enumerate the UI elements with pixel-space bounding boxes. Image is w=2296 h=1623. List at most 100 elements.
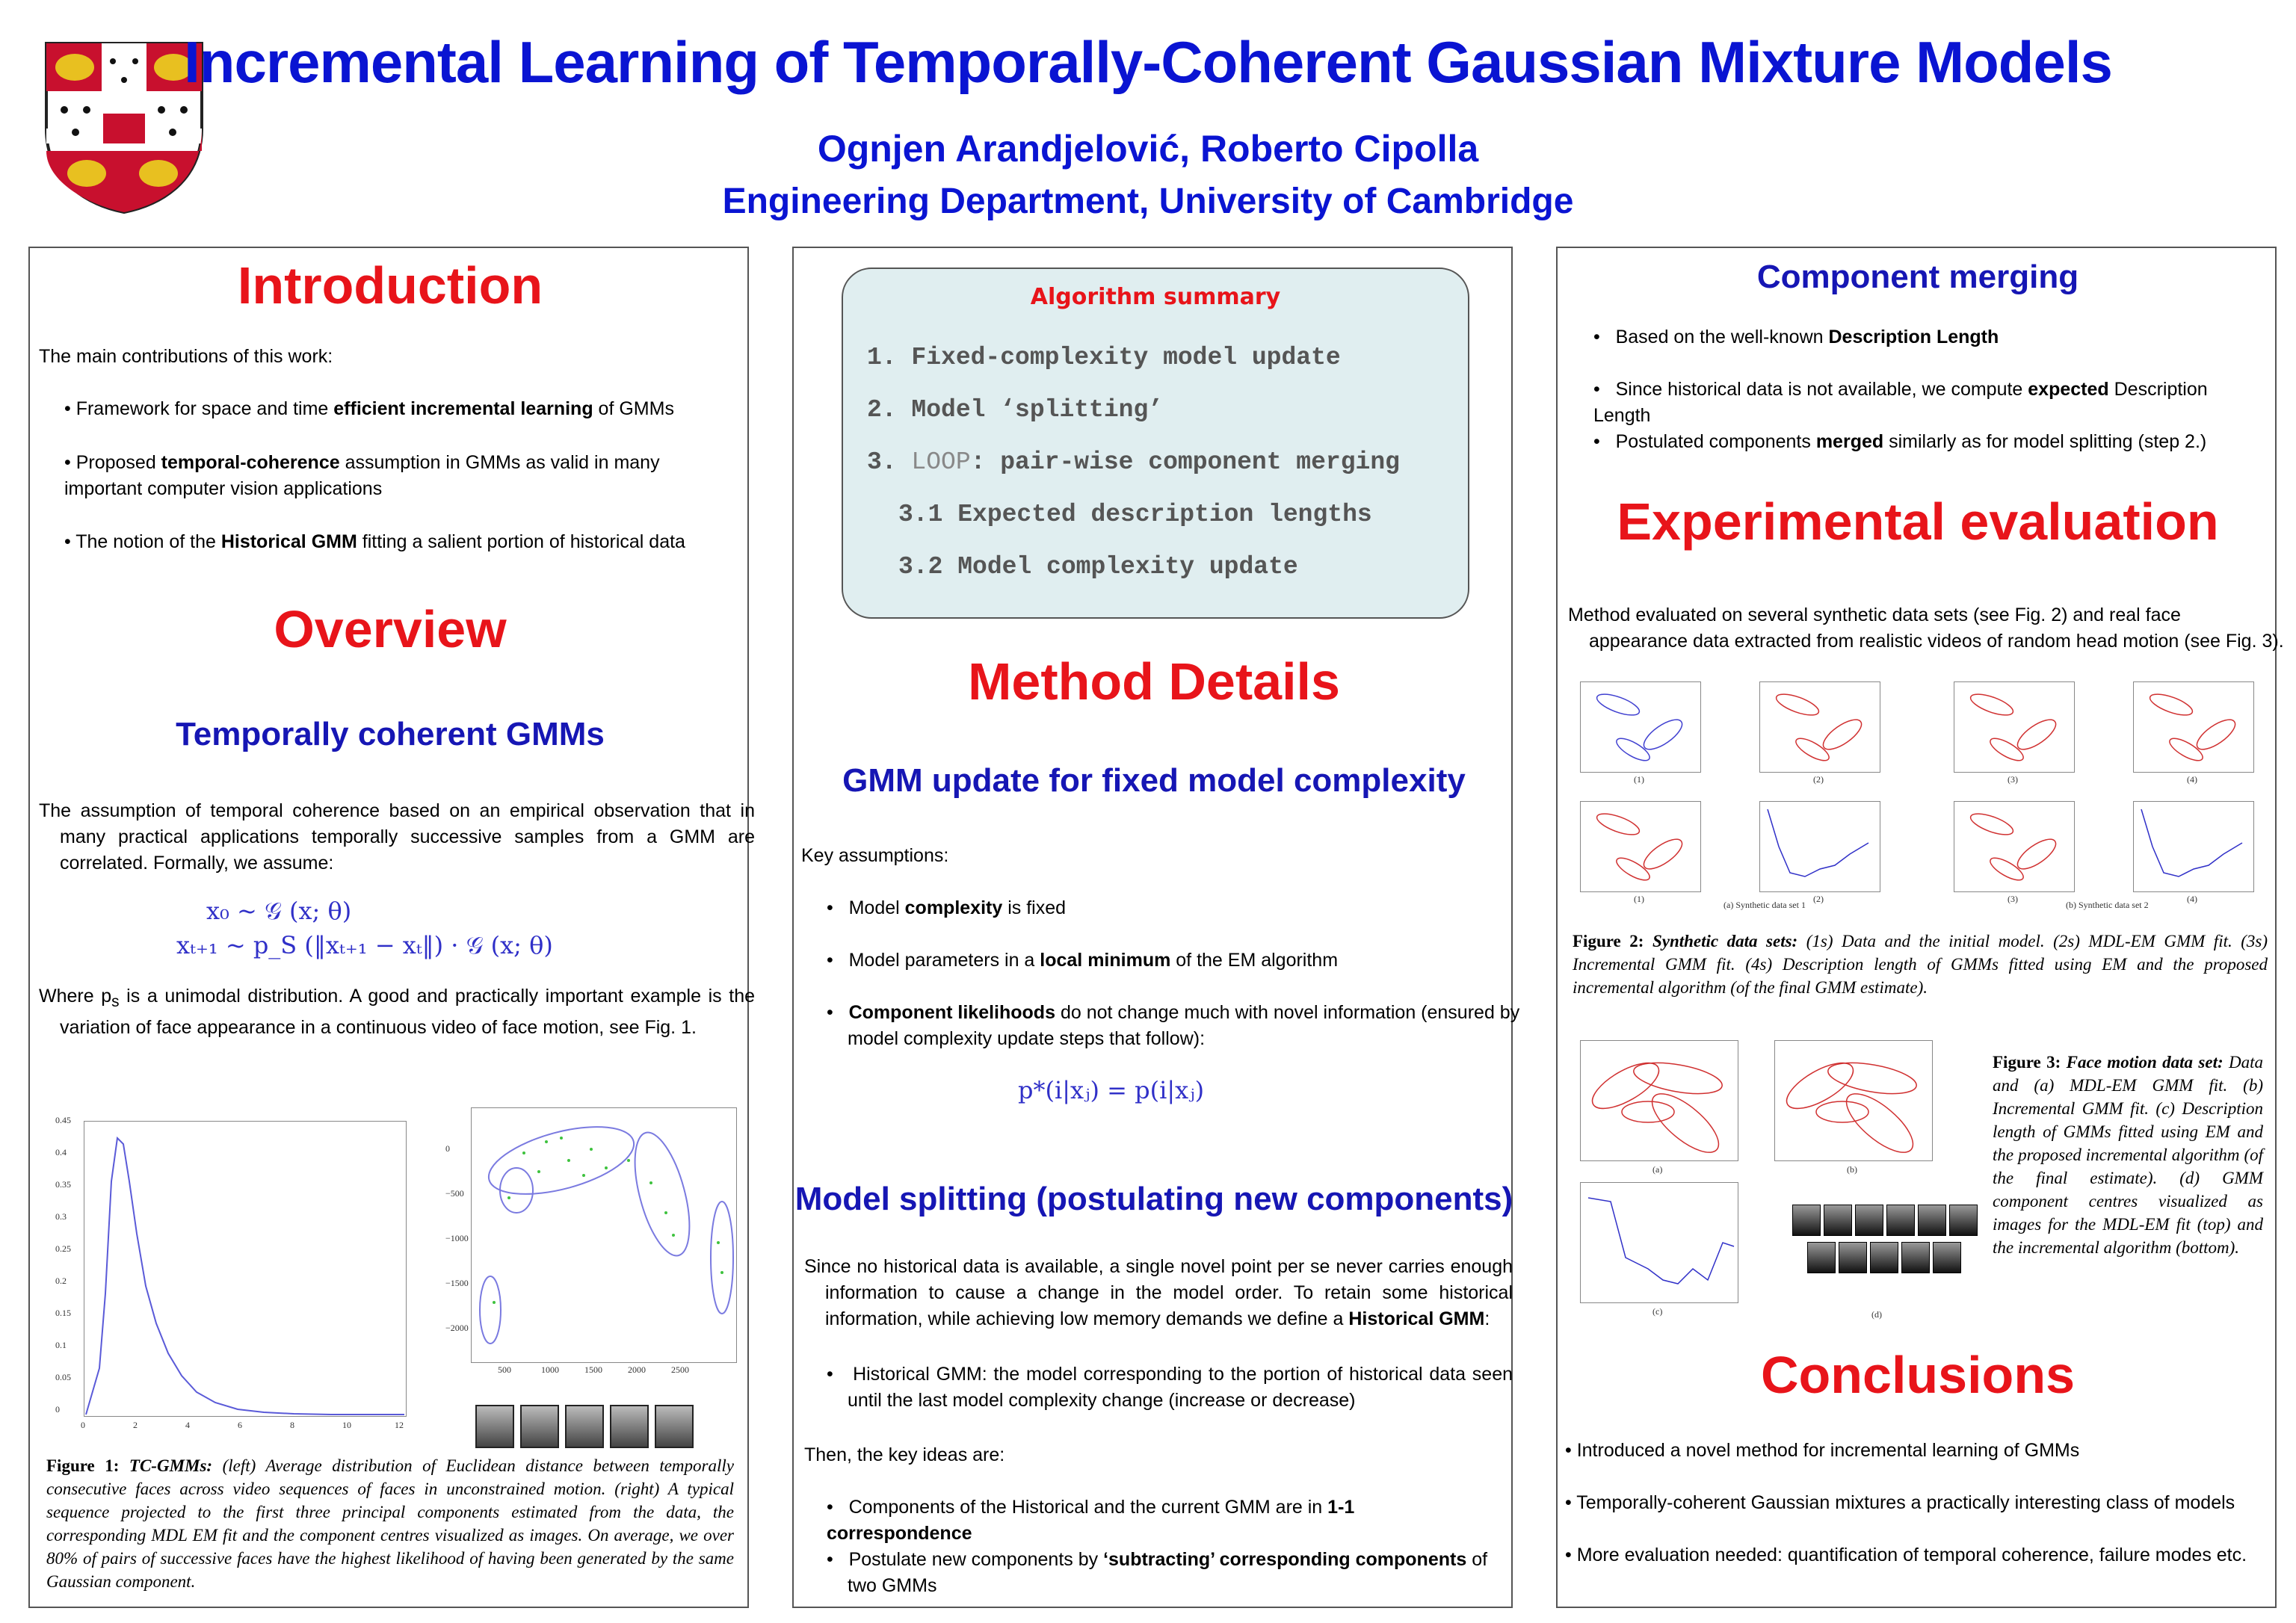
algo-step-3-1: 3.1 Expected description lengths [898, 501, 1372, 528]
cambridge-crest-logo [42, 39, 206, 215]
equation-2: xₜ₊₁ ~ p_S (‖xₜ₊₁ − xₜ‖) · 𝒢 (x; θ) [176, 931, 553, 959]
key-idea-2: • Postulate new components by ‘subtracti… [827, 1549, 1488, 1596]
fig3-plot [1580, 1182, 1738, 1303]
face-thumbnail [1901, 1242, 1930, 1273]
algorithm-summary-heading: Algorithm summary [1030, 284, 1281, 310]
face-thumbnail [475, 1405, 514, 1448]
historical-gmm-bullet: • Historical GMM: the model correspondin… [827, 1364, 1513, 1411]
merge-bullet-1: • Based on the well-known Description Le… [1593, 327, 1999, 347]
face-thumbnail [1949, 1205, 1978, 1236]
algo-step-2: 2. Model ‘splitting’ [867, 396, 1164, 424]
fig2-plot [1954, 801, 2075, 892]
fig1-right-x-tick: 2000 [628, 1364, 646, 1375]
experimental-heading: Experimental evaluation [1617, 492, 2219, 551]
fig2-caption: Figure 2: Synthetic data sets: (1s) Data… [1573, 932, 2268, 997]
fig2-sub-label: (3) [2008, 894, 2018, 904]
face-thumbnail [1792, 1205, 1821, 1236]
fig1-y-tick: 0.25 [55, 1243, 71, 1254]
column-right: Component merging • Based on the well-kn… [1556, 247, 2284, 1608]
merge-bullet-2: • Since historical data is not available… [1593, 379, 2208, 426]
authors: Ognjen Arandjelović, Roberto Cipolla [817, 128, 1479, 170]
fig2-plot [1759, 681, 1880, 773]
fig1-y-tick: 0.05 [55, 1372, 71, 1382]
conclusions-heading: Conclusions [1760, 1346, 2076, 1404]
algorithm-summary-box: Algorithm summary 1. Fixed-complexity mo… [842, 268, 1469, 619]
fig1-distance-plot [84, 1121, 407, 1417]
fig1-right-y-tick: −1000 [445, 1233, 469, 1243]
key-assumptions-lead: Key assumptions: [801, 845, 949, 866]
algo-step-3-2: 3.2 Model complexity update [898, 553, 1298, 581]
merge-bullet-3: • Postulated components merged similarly… [1593, 431, 2207, 452]
face-thumbnail [1918, 1205, 1946, 1236]
fig3-plot [1580, 1040, 1738, 1161]
splitting-paragraph: Since no historical data is available, a… [804, 1256, 1513, 1329]
fig1-y-tick: 0 [55, 1404, 60, 1415]
key-ideas-lead: Then, the key ideas are: [804, 1444, 1005, 1465]
assumption-1: • Model complexity is fixed [827, 897, 1067, 918]
fig2-sub-label: (1) [1634, 774, 1644, 785]
method-heading: Method Details [968, 652, 1340, 711]
fig2-sub-label: (4) [2187, 894, 2197, 904]
fig2-sub-label: (1) [1634, 894, 1644, 904]
overview-subheading: Temporally coherent GMMs [176, 716, 605, 752]
fig1-right-y-tick: −2000 [445, 1323, 469, 1333]
overview-heading: Overview [274, 600, 507, 658]
intro-heading: Introduction [237, 256, 543, 315]
algo-step-3: 3. LOOP: pair-wise component merging [867, 448, 1400, 476]
fig2-set-b-label: (b) Synthetic data set 2 [2066, 900, 2149, 910]
face-thumbnail [1855, 1205, 1883, 1236]
conclusion-3: • More evaluation needed: quantification… [1565, 1545, 2247, 1565]
fig2-sub-label: (2) [1813, 894, 1824, 904]
fig1-y-tick: 0.15 [55, 1308, 71, 1318]
face-thumbnail [1870, 1242, 1898, 1273]
face-thumbnail [520, 1405, 559, 1448]
fig1-y-tick: 0.35 [55, 1179, 71, 1190]
intro-lead: The main contributions of this work: [39, 346, 333, 367]
intro-bullet-3: • The notion of the Historical GMM fitti… [64, 531, 685, 552]
face-thumbnail [1807, 1242, 1836, 1273]
fig2-sub-label: (3) [2008, 774, 2018, 785]
face-thumbnail [655, 1405, 694, 1448]
assumption-2: • Model parameters in a local minimum of… [827, 950, 1339, 971]
overview-paragraph-2: Where ps is a unimodal distribution. A g… [39, 986, 756, 1038]
fig1-x-tick: 12 [395, 1420, 404, 1430]
fig1-y-tick: 0.45 [55, 1115, 71, 1125]
face-thumbnail [1886, 1205, 1915, 1236]
fig2-plot [1759, 801, 1880, 892]
column-left: Introduction The main contributions of t… [28, 247, 755, 1608]
fig1-y-tick: 0.2 [55, 1276, 67, 1286]
fig1-right-x-tick: 1000 [541, 1364, 559, 1375]
face-thumbnail [1839, 1242, 1867, 1273]
overview-paragraph-1: The assumption of temporal coherence bas… [39, 800, 755, 874]
algo-step-1: 1. Fixed-complexity model update [867, 344, 1341, 371]
fig1-y-tick: 0.1 [55, 1340, 67, 1350]
fig1-x-tick: 0 [81, 1420, 85, 1430]
fig1-y-tick: 0.4 [55, 1147, 67, 1157]
intro-bullet-1: • Framework for space and time efficient… [64, 398, 674, 419]
face-thumbnail [1824, 1205, 1852, 1236]
fig1-x-tick: 10 [342, 1420, 351, 1430]
method-subheading-2: Model splitting (postulating new compone… [794, 1181, 1513, 1217]
face-thumbnail [610, 1405, 649, 1448]
fig1-right-y-tick: −500 [445, 1188, 464, 1199]
fig2-sub-label: (2) [1813, 774, 1824, 785]
face-thumbnail [1933, 1242, 1961, 1273]
equation-1: x₀ ~ 𝒢 (x; θ) [206, 897, 352, 925]
fig1-right-y-tick: 0 [445, 1143, 450, 1154]
fig1-y-tick: 0.3 [55, 1211, 67, 1222]
fig1-right-x-tick: 500 [498, 1364, 511, 1375]
assumption-3: • Component likelihoods do not change mu… [827, 1002, 1520, 1049]
key-idea-1: • Components of the Historical and the c… [827, 1497, 1355, 1544]
fig3-sub-label: (a) [1652, 1164, 1663, 1175]
experimental-paragraph: Method evaluated on several synthetic da… [1568, 605, 2284, 652]
column-middle: Algorithm summary 1. Fixed-complexity mo… [792, 247, 1519, 1608]
fig1-x-tick: 2 [133, 1420, 138, 1430]
fig1-right-x-tick: 2500 [671, 1364, 689, 1375]
fig1-caption: Figure 1: TC-GMMs: (left) Average distri… [46, 1456, 734, 1591]
fig1-pca-plot [471, 1107, 737, 1363]
fig3-caption: Figure 3: Face motion data set: Data and… [1993, 1053, 2264, 1257]
equation-likelihood: p*(i|xⱼ) = p(i|xⱼ) [1018, 1076, 1205, 1104]
fig1-x-tick: 6 [238, 1420, 242, 1430]
fig3-sub-label: (c) [1652, 1306, 1663, 1317]
fig1-right-x-tick: 1500 [584, 1364, 602, 1375]
